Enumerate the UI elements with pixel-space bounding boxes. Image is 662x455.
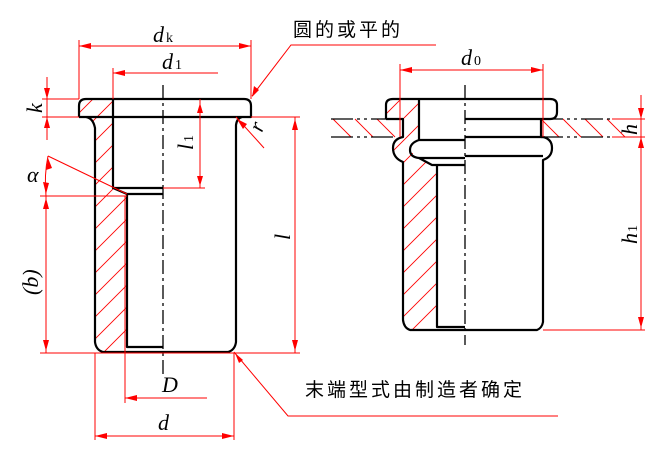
plate-hatch-line (376, 118, 396, 138)
label-D: D (161, 372, 178, 397)
hatch-line (233, 95, 493, 355)
left-bore (111, 99, 163, 349)
dim-d0: d 0 (399, 45, 544, 137)
plate-hatch-line (332, 118, 352, 138)
label-b: (b) (18, 269, 43, 295)
hatch-line (167, 95, 427, 355)
dim-l1: l 1 (163, 99, 205, 189)
label-r: r (243, 118, 270, 135)
hatch-line (79, 99, 127, 352)
note-head-edge: 圆的或平的 (293, 19, 403, 41)
hatch-line (79, 99, 127, 352)
hatch-line (386, 99, 437, 330)
hatch-line (79, 99, 127, 352)
dim-h: h (612, 95, 645, 330)
hatch-line (386, 99, 437, 330)
hatch-line (145, 95, 405, 355)
label-h: h (617, 124, 642, 135)
label-l: l (270, 234, 295, 240)
label-dk-main: d (153, 22, 165, 47)
hatch-line (386, 99, 437, 330)
left-section-hatch (0, 95, 603, 355)
hatch-line (122, 99, 127, 352)
plate-hatch-line (584, 118, 604, 138)
label-l1-sub: 1 (182, 135, 197, 142)
label-k: k (22, 102, 47, 113)
hatch-line (79, 99, 98, 352)
dim-r: r (235, 116, 270, 149)
hatch-line (386, 99, 437, 330)
hatch-line (386, 99, 437, 330)
hatch-line (79, 99, 127, 352)
left-outline (77, 97, 253, 354)
leader-head-edge: 圆的或平的 (251, 19, 436, 97)
hatch-line (79, 99, 127, 352)
plate-hatch-line (562, 118, 582, 138)
dim-D: D (124, 196, 207, 403)
label-alpha: α (27, 162, 39, 187)
dim-d: d (94, 353, 235, 440)
note-end-form: 末端型式由制造者确定 (305, 379, 525, 401)
left-view: d k d 1 k l 1 (0, 19, 603, 440)
hatch-line (79, 99, 120, 352)
dim-d1: d 1 (112, 49, 218, 99)
hatch-line (211, 95, 471, 355)
dim-h1: h 1 (543, 225, 645, 331)
hatch-line (386, 99, 437, 330)
hatch-line (79, 99, 127, 352)
leader-end-form: 末端型式由制造者确定 (233, 351, 558, 417)
hatch-line (386, 99, 437, 330)
dim-k: k (22, 77, 79, 140)
hatch-line (79, 99, 127, 352)
plate-hatch-line (354, 118, 374, 138)
label-d0-sub: 0 (474, 54, 481, 69)
dim-alpha: α (27, 155, 128, 197)
label-h1-sub: 1 (626, 225, 641, 232)
label-dk-sub: k (166, 31, 173, 46)
hatch-line (79, 99, 127, 352)
label-l1-main: l (173, 144, 198, 150)
hatch-line (386, 99, 437, 330)
hatch-line (343, 95, 603, 355)
dim-b: (b) (18, 195, 300, 354)
hatch-line (386, 99, 406, 330)
label-d1-sub: 1 (175, 58, 182, 73)
dim-dk: d k (78, 22, 252, 99)
label-d1-main: d (162, 49, 174, 74)
hatch-line (386, 99, 437, 330)
hatch-line (79, 99, 127, 352)
hatch-line (541, 95, 662, 333)
dim-l: l (251, 116, 300, 353)
hatch-line (651, 95, 662, 333)
right-outline (384, 97, 559, 332)
plate-hatch (332, 118, 626, 138)
plate-hatch-line (540, 118, 560, 138)
right-bore (408, 99, 543, 329)
hatch-line (100, 99, 127, 352)
hatch-line (0, 95, 75, 355)
hatch-line (386, 99, 428, 330)
hatch-line (408, 99, 437, 330)
hatch-line (255, 95, 515, 355)
hatch-line (563, 95, 662, 333)
label-d0-main: d (461, 45, 473, 70)
right-view: d 0 h h 1 (331, 45, 662, 345)
hatch-line (79, 99, 127, 352)
label-h1-main: h (617, 233, 642, 244)
label-d: d (158, 410, 170, 435)
plate-hatch-line (606, 118, 626, 138)
